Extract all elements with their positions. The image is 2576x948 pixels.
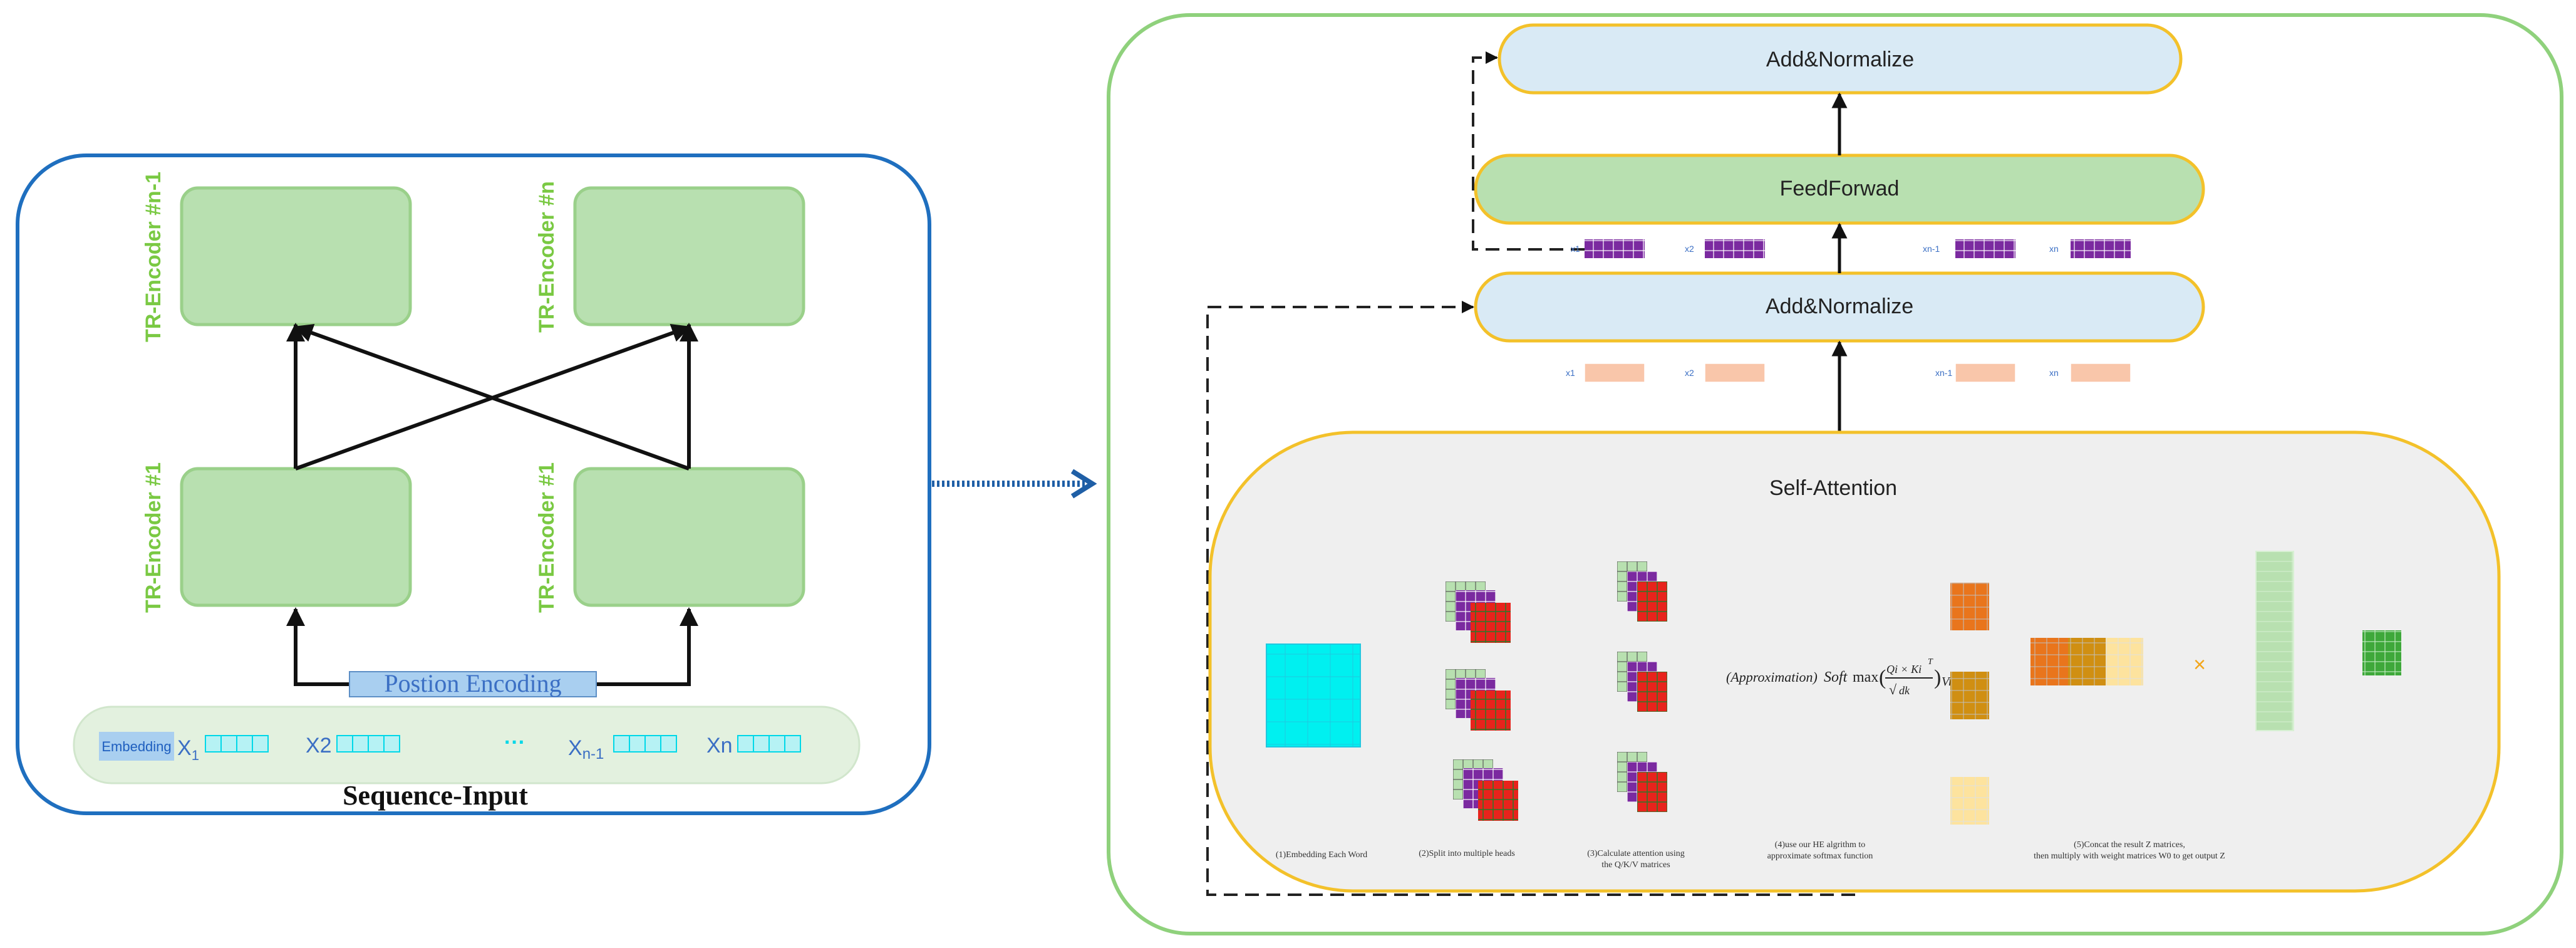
encoder-arrows <box>286 323 698 686</box>
purple-row-label-2: x2 <box>1685 244 1694 254</box>
step-5-caption-line1: (5)Concat the result Z matrices, <box>2074 840 2185 850</box>
add-normalize-mid-label: Add&Normalize <box>1766 294 1913 318</box>
embedding-label-box <box>99 732 174 761</box>
step-3-caption-line2: the Q/K/V matrices <box>1601 860 1670 870</box>
weight-matrix-w0 <box>2255 551 2294 731</box>
embedding-matrix <box>1266 643 1361 747</box>
formula-suffix: Vi <box>1942 675 1952 689</box>
z-matrix-gold <box>1950 672 1989 719</box>
step-1-caption: (1)Embedding Each Word <box>1276 850 1367 860</box>
multiply-sign: × <box>2193 653 2206 677</box>
formula-superscript: T <box>1928 657 1933 667</box>
input-xn-label: Xn <box>706 734 733 758</box>
sequence-input-caption: Sequence-Input <box>343 780 528 811</box>
peach-row-label-3: xn-1 <box>1935 368 1952 378</box>
z-matrix-yellow <box>1950 777 1989 825</box>
input-x1-vector <box>205 735 269 753</box>
formula-soft: Soft <box>1824 669 1848 685</box>
panel-connector-arrow <box>932 469 1097 499</box>
peach-vector-row <box>1584 363 2131 383</box>
encoder-label-bottom-right: TR-Encoder #1 <box>535 462 559 613</box>
step-captions: (1)Embedding Each Word (2)Split into mul… <box>1276 840 2225 870</box>
input-sequence-band <box>73 706 861 784</box>
input-x2-vector <box>336 735 400 753</box>
positional-encoding-label: Postion Encoding <box>384 669 561 697</box>
softmax-formula: (Approximation) Soft max ( Qi × Ki T √ d… <box>1726 657 1952 697</box>
concat-matrix <box>2030 638 2143 685</box>
input-xn1-label: Xn-1 <box>568 736 604 763</box>
encoder-label-bottom-left: TR-Encoder #1 <box>142 462 165 613</box>
peach-row-label-4: xn <box>2049 368 2059 378</box>
formula-paren-open: ( <box>1879 666 1886 689</box>
formula-denominator: dk <box>1899 684 1910 697</box>
formula-prefix: (Approximation) <box>1726 669 1818 685</box>
encoder-box-top-right <box>573 186 805 326</box>
input-ellipsis: ··· <box>504 731 525 754</box>
purple-vector-row <box>1585 239 2131 258</box>
encoder-label-top-right: TR-Encoder #n <box>535 181 559 333</box>
purple-row-label-3: xn-1 <box>1923 244 1940 254</box>
input-x1-label: X1 <box>177 736 199 763</box>
formula-paren-close: ) <box>1934 666 1941 689</box>
peach-row-label-1: x1 <box>1566 368 1575 378</box>
input-x2-label: X2 <box>306 734 332 758</box>
embedding-label: Embedding <box>101 739 171 754</box>
step-3-caption-line1: (3)Calculate attention using <box>1587 849 1685 858</box>
purple-row-label-1: x1 <box>1571 244 1580 254</box>
residual-connections <box>1206 51 1855 896</box>
left-panel: TR-Encoder #n-1 TR-Encoder #n TR-Encoder… <box>16 154 931 815</box>
encoder-box-bottom-right <box>573 467 805 607</box>
input-xn-vector <box>737 735 801 753</box>
formula-max: max <box>1853 669 1878 685</box>
peach-row-label-2: x2 <box>1685 368 1694 378</box>
positional-encoding-box <box>349 671 597 697</box>
formula-numerator: Qi × Ki <box>1886 663 1922 675</box>
formula-sqrt-sign: √ <box>1889 682 1897 697</box>
purple-row-label-4: xn <box>2049 244 2059 254</box>
step-4-caption-line2: approximate softmax function <box>1767 852 1873 861</box>
encoder-label-top-left: TR-Encoder #n-1 <box>142 172 165 342</box>
qkv-stacks <box>1617 561 1667 812</box>
output-matrix-z <box>2362 630 2401 675</box>
step-2-caption: (2)Split into multiple heads <box>1419 849 1515 858</box>
right-panel: Add&Normalize FeedForwad Add&Normalize x… <box>1107 13 2563 935</box>
add-normalize-top-label: Add&Normalize <box>1766 48 1914 71</box>
encoder-box-bottom-left <box>180 467 412 607</box>
feed-forward-label: FeedForwad <box>1780 177 1900 201</box>
encoder-box-top-left <box>180 186 412 326</box>
z-matrix-orange <box>1950 583 1989 630</box>
input-xn1-vector <box>613 735 677 753</box>
step-5-caption-line2: then multiply with weight matrices W0 to… <box>2034 852 2225 861</box>
step-4-caption-line1: (4)use our HE algrithm to <box>1775 840 1866 850</box>
head-stacks <box>1446 581 1518 821</box>
self-attention-box <box>1208 430 2501 893</box>
self-attention-label: Self-Attention <box>1769 476 1897 500</box>
